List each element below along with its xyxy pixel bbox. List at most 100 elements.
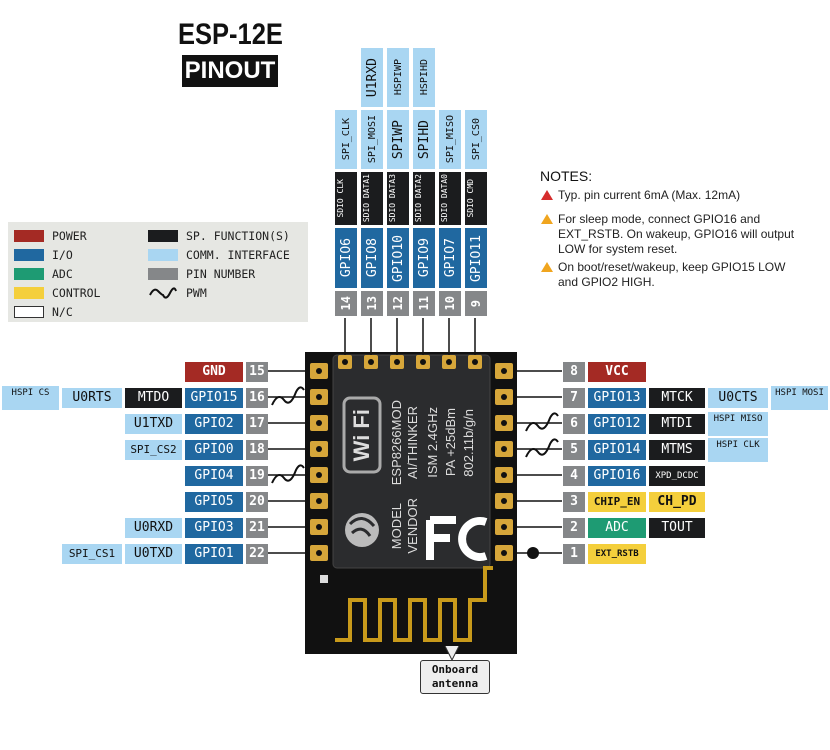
note-2: For sleep mode, connect GPIO16 and EXT_R… xyxy=(558,212,795,256)
legend-swatch xyxy=(148,230,178,242)
legend-label: I/O xyxy=(52,248,73,262)
right-pin-number: 7 xyxy=(563,388,585,408)
top-pin-spi: SPI_CLK xyxy=(335,110,357,169)
legend-label: N/C xyxy=(52,305,73,319)
module-std: 802.11b/g/n xyxy=(460,408,476,477)
legend-control: CONTROL xyxy=(14,286,100,300)
top-pin-spi: SPI_MISO xyxy=(439,110,461,169)
legend-adc: ADC xyxy=(14,267,73,281)
right-pin-vcc: VCC xyxy=(588,362,646,382)
right-pin-number: 8 xyxy=(563,362,585,382)
top-pin-hspi: HSPIWP xyxy=(387,48,409,107)
right-pin-func: TOUT xyxy=(649,518,705,538)
right-pin-comm2: HSPI CLK xyxy=(708,438,768,462)
top-pin-gpio: GPIO10 xyxy=(387,228,409,288)
right-pin-number: 6 xyxy=(563,414,585,434)
right-pin-comm2: HSPI MOSI xyxy=(771,386,828,410)
right-pin-gpio: GPIO13 xyxy=(588,388,646,408)
left-pin-func: MTDO xyxy=(125,388,182,408)
top-pin-number: 12 xyxy=(387,291,409,316)
left-pin-comm: SPI_CS2 xyxy=(125,440,182,460)
legend-label: ADC xyxy=(52,267,73,281)
module-vendor-label: VENDOR xyxy=(404,498,420,554)
module-ism: ISM 2.4GHz xyxy=(424,407,440,478)
page-subtitle: PINOUT xyxy=(182,55,278,87)
top-pin-gpio: GPIO11 xyxy=(465,228,487,288)
pwm-icon xyxy=(149,287,177,299)
legend-comm: COMM. INTERFACE xyxy=(148,248,290,262)
hspi-cs-label: HSPI CS xyxy=(11,388,50,398)
legend-swatch xyxy=(14,249,44,261)
top-pin-spi: SPI_MOSI xyxy=(361,110,383,169)
module-pa: PA +25dBm xyxy=(442,408,458,477)
module-model-label: MODEL xyxy=(388,502,404,550)
hspi-clk-label: HSPI CLK xyxy=(716,440,760,450)
left-pin-number: 16 xyxy=(246,388,268,408)
left-pin-comm: U0RTS xyxy=(62,388,122,408)
right-pin-func: XPD_DCDC xyxy=(649,466,705,486)
legend-label: CONTROL xyxy=(52,286,101,300)
right-pin-comm2: HSPI MISO xyxy=(708,412,768,436)
page-title: ESP-12E xyxy=(178,18,283,51)
legend-sp-function: SP. FUNCTION(S) xyxy=(148,229,290,243)
right-pin-func: MTDI xyxy=(649,414,705,434)
left-pin-comm2: SPI_CS1 xyxy=(62,544,122,564)
left-pin-comm2: HSPI CS xyxy=(2,386,59,410)
legend-swatch xyxy=(14,230,44,242)
legend-swatch xyxy=(14,306,44,318)
right-pin-gpio: GPIO14 xyxy=(588,440,646,460)
module-vendor-value: AI/THINKER xyxy=(404,406,420,479)
top-pin-hspi: HSPIHD xyxy=(413,48,435,107)
left-pin-comm: U0RXD xyxy=(125,518,182,538)
left-pin-comm: U0TXD xyxy=(125,544,182,564)
left-pin-gpio: GPIO2 xyxy=(185,414,243,434)
top-pin-sdio: SDIO DATA2 xyxy=(413,172,435,225)
legend-power: POWER xyxy=(14,229,87,243)
legend-label: COMM. INTERFACE xyxy=(186,248,290,262)
legend-pin-number: PIN NUMBER xyxy=(148,267,255,281)
warning-red-icon xyxy=(541,190,553,200)
note-1: Typ. pin current 6mA (Max. 12mA) xyxy=(558,188,741,202)
top-pin-gpio: GPIO9 xyxy=(413,228,435,288)
module-model-value: ESP8266MOD xyxy=(388,399,404,486)
legend-swatch xyxy=(14,287,44,299)
left-pin-gnd: GND xyxy=(185,362,243,382)
legend-swatch xyxy=(148,268,178,280)
left-pin-number: 17 xyxy=(246,414,268,434)
warning-yellow-icon xyxy=(541,262,553,272)
right-pin-gpio: GPIO12 xyxy=(588,414,646,434)
top-pin-number: 10 xyxy=(439,291,461,316)
legend-nc: N/C xyxy=(14,305,73,319)
top-pin-gpio: GPIO8 xyxy=(361,228,383,288)
left-pin-number: 18 xyxy=(246,440,268,460)
left-pin-gpio: GPIO15 xyxy=(185,388,243,408)
notes-heading: NOTES: xyxy=(540,168,593,184)
warning-yellow-icon xyxy=(541,214,553,224)
left-pin-comm: U1TXD xyxy=(125,414,182,434)
left-pin-number: 19 xyxy=(246,466,268,486)
top-pin-gpio: GPIO6 xyxy=(335,228,357,288)
left-pin-number: 20 xyxy=(246,492,268,512)
top-pin-sdio: SDIO DATA0 xyxy=(439,172,461,225)
right-pin-func: MTCK xyxy=(649,388,705,408)
left-pin-number: 21 xyxy=(246,518,268,538)
top-pin-hspi: U1RXD xyxy=(361,48,383,107)
top-pin-number: 14 xyxy=(335,291,357,316)
top-pin-number: 9 xyxy=(465,291,487,316)
legend-label: PIN NUMBER xyxy=(186,267,256,281)
legend-label: PWM xyxy=(186,286,207,300)
right-pin-number: 5 xyxy=(563,440,585,460)
left-pin-gpio: GPIO5 xyxy=(185,492,243,512)
legend-swatch xyxy=(148,249,178,261)
right-pin-number: 4 xyxy=(563,466,585,486)
legend-pwm: PWM xyxy=(148,285,207,301)
left-pin-gpio: GPIO3 xyxy=(185,518,243,538)
top-pin-gpio: GPIO7 xyxy=(439,228,461,288)
top-pin-sdio: SDIO CMD xyxy=(465,172,487,225)
top-pin-sdio: SDIO DATA1 xyxy=(361,172,383,225)
top-pin-number: 11 xyxy=(413,291,435,316)
left-pin-number: 15 xyxy=(246,362,268,382)
module-wifi-logo: Wi Fi xyxy=(349,408,374,462)
legend-io: I/O xyxy=(14,248,73,262)
